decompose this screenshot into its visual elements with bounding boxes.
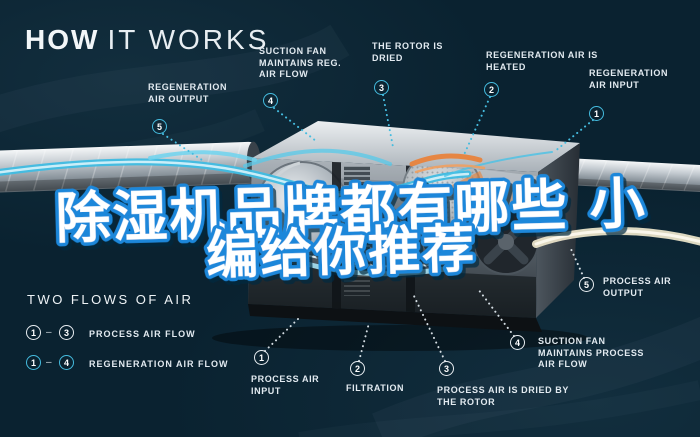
callout-number-badge-proc-5: 5 [579,277,594,292]
legend-badge-process-from: 1 [26,325,41,340]
callout-rotor-dried-label: THE ROTOR IS DRIED [372,41,444,63]
callout-number-badge-reg-2: 2 [484,82,499,97]
right-duct [559,158,700,193]
callout-number-badge-reg-5: 5 [152,119,167,134]
callout-reg-air-input-label: REGENERATION AIR INPUT [589,68,669,90]
legend-badge-process-to: 3 [59,325,74,340]
legend-dash: – [46,357,52,368]
callout-number-badge-reg-4: 4 [263,93,278,108]
legend-label-process-air-flow: PROCESS AIR FLOW [89,329,196,339]
callout-number-badge-proc-2: 2 [350,361,365,376]
airflow-ribbons [0,148,700,277]
legend-label-regeneration-air-flow: REGENERATION AIR FLOW [89,359,229,369]
callout-number-badge-proc-4: 4 [510,335,525,350]
callout-reg-air-heated-label: REGENERATION AIR IS HEATED [486,50,598,72]
callout-number-badge-reg-1: 1 [589,106,604,121]
legend-badge-reg-from: 1 [26,355,41,370]
legend-badge-reg-to: 4 [59,355,74,370]
callout-process-air-dried-label: PROCESS AIR IS DRIED BY THE ROTOR [437,385,569,407]
page-title-light: IT WORKS [107,24,270,55]
callout-filtration-label: FILTRATION [346,383,405,393]
callout-suction-fan-reg-label: SUCTION FAN MAINTAINS REG. AIR FLOW [259,46,342,79]
callout-process-air-input-label: PROCESS AIR INPUT [251,374,320,396]
headline-line2: 编给你推荐 [205,220,476,287]
callout-suction-fan-process-label: SUCTION FAN MAINTAINS PROCESS AIR FLOW [538,336,645,369]
legend-title: TWO FLOWS OF AIR [27,292,194,307]
callout-regeneration-air-output-label: REGENERATION AIR OUTPUT [148,82,228,104]
callout-process-air-output-label: PROCESS AIR OUTPUT [603,276,672,298]
callout-number-badge-proc-3: 3 [439,361,454,376]
page-title-bold: HOW [25,24,100,55]
callout-connector-lines [162,94,594,362]
callout-number-badge-proc-1: 1 [254,350,269,365]
legend-dash: – [46,327,52,338]
callout-number-badge-reg-3: 3 [374,80,389,95]
